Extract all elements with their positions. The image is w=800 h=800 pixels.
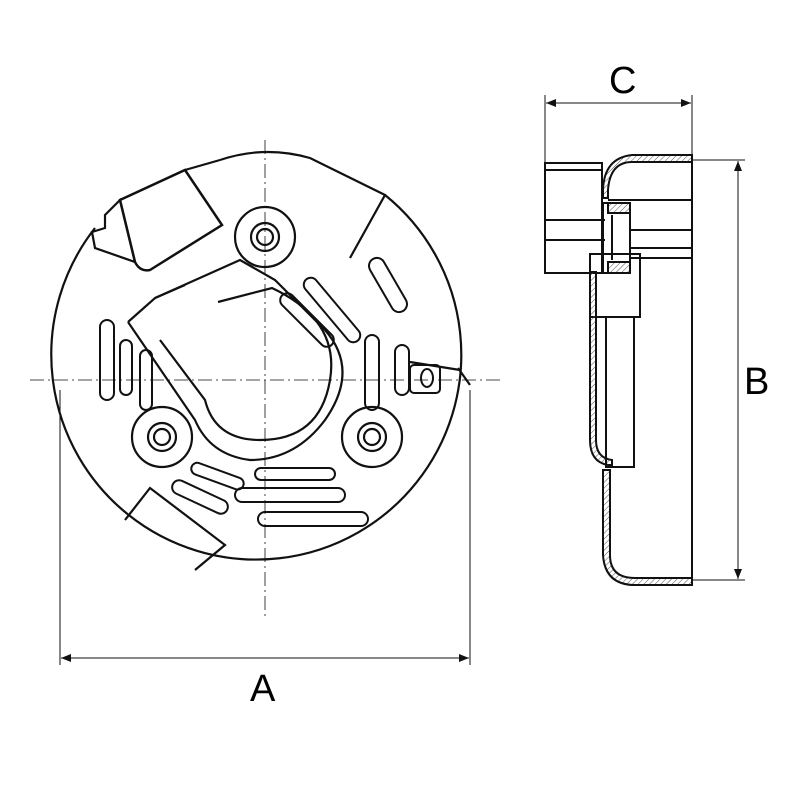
top-boss: [219, 150, 387, 259]
dimension-lines: [59, 95, 745, 665]
lower-fin: [124, 486, 227, 571]
front-view: [30, 140, 500, 620]
brush-holder: [127, 258, 344, 462]
vent-slots: [99, 256, 441, 527]
mount-boss-left: [130, 405, 194, 469]
side-view: [544, 154, 693, 586]
dimension-a-label: A: [250, 668, 276, 710]
connector: [118, 168, 224, 272]
inner-shell: [589, 271, 613, 466]
dimension-c-label: C: [609, 60, 637, 102]
mount-boss-right: [340, 405, 404, 469]
lower-shell: [602, 469, 693, 586]
mount-boss-top: [233, 205, 297, 269]
shell-section: [602, 154, 693, 199]
dimension-b-label: B: [744, 361, 770, 403]
outer-housing: [50, 194, 463, 561]
